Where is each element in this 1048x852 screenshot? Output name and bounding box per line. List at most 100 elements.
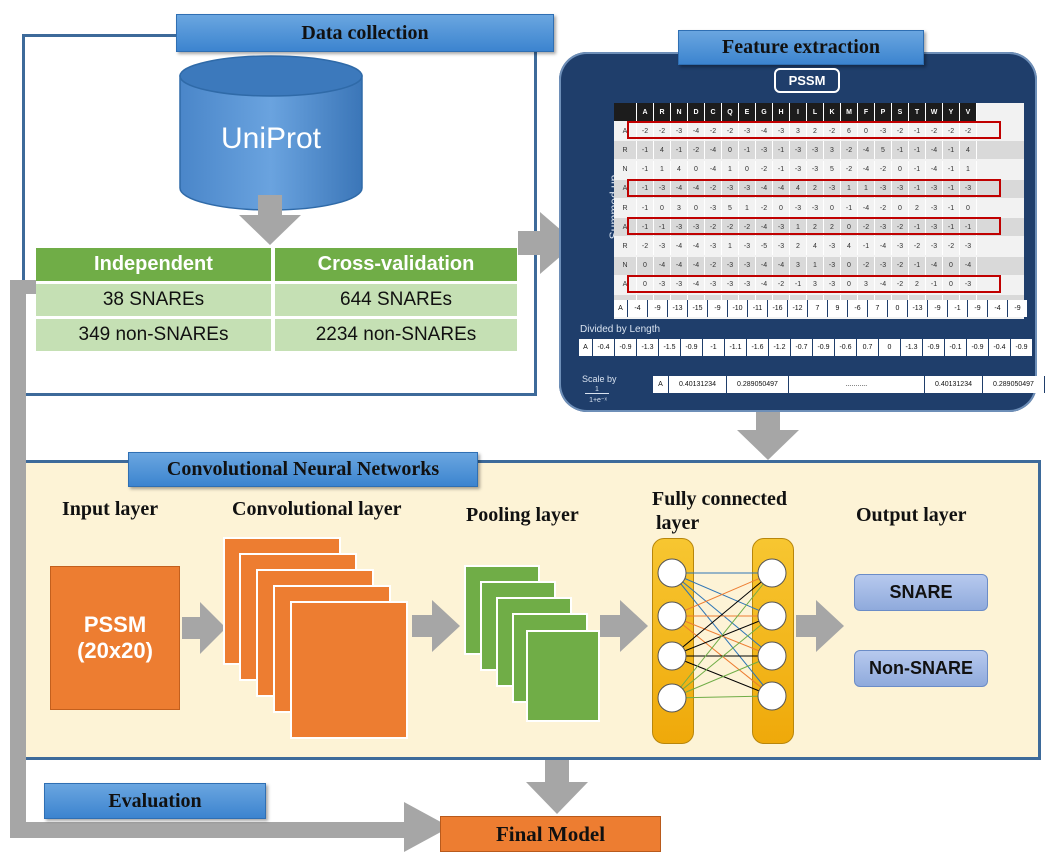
pssm-cell: -3 (960, 179, 977, 198)
pssm-cell: 0 (637, 275, 654, 294)
non-snare-output: Non-SNARE (854, 650, 988, 687)
pssm-cell: -2 (824, 122, 841, 141)
cross-validation-header: Cross-validation (275, 248, 517, 281)
pssm-cell: -3 (807, 141, 824, 160)
pooling-layer-title: Pooling layer (466, 504, 579, 526)
highlight-box (627, 217, 1001, 236)
pssm-cell: Y (943, 103, 960, 121)
value-cell: -1.6 (747, 339, 769, 356)
pssm-cell: F (858, 103, 875, 121)
value-cell: -0.9 (813, 339, 835, 356)
value-cell: -15 (688, 300, 708, 317)
pssm-cell: 4 (841, 237, 858, 256)
value-cell: -0.9 (681, 339, 703, 356)
pssm-cell: -3 (807, 160, 824, 179)
pssm-row-label: A (614, 179, 637, 198)
pssm-cell: -1 (790, 275, 807, 294)
value-cell: -1.5 (659, 339, 681, 356)
pssm-cell: 3 (671, 199, 688, 217)
value-cell: 0.40131234 (925, 376, 983, 393)
pssm-cell: -3 (722, 179, 739, 198)
pssm-cell: -1 (909, 160, 926, 179)
pssm-cell: -3 (790, 199, 807, 217)
pssm-cell: 0 (739, 160, 756, 179)
pssm-cell: -3 (705, 275, 722, 294)
pssm-cell: -2 (892, 122, 909, 141)
pssm-cell: -4 (705, 160, 722, 179)
pssm-cell: 0 (892, 160, 909, 179)
pssm-cell: -3 (824, 237, 841, 256)
pssm-cell: L (807, 103, 824, 121)
pssm-cell: 1 (960, 160, 977, 179)
pssm-cell: -1 (739, 141, 756, 160)
row-label: A (579, 339, 593, 356)
pssm-cell: N (671, 103, 688, 121)
pssm-cell: Q (722, 103, 739, 121)
pssm-cell: 4 (960, 141, 977, 160)
pssm-cell: 2 (790, 237, 807, 256)
pssm-cell: 1 (790, 218, 807, 237)
pssm-row-label: R (614, 199, 637, 217)
snare-output: SNARE (854, 574, 988, 611)
pssm-row-label: A (614, 218, 637, 237)
pssm-cell: -3 (773, 237, 790, 256)
arrow-right-icon (600, 600, 648, 652)
pssm-cell: 1 (841, 179, 858, 198)
evaluation-title: Evaluation (44, 783, 266, 819)
pssm-cell: -2 (705, 218, 722, 237)
pssm-cell: -4 (773, 256, 790, 275)
pssm-cell: 0 (858, 122, 875, 141)
arrow-right-icon (518, 212, 576, 274)
pssm-cell: -2 (722, 122, 739, 141)
value-cell: -6 (848, 300, 868, 317)
pssm-cell: -3 (739, 237, 756, 256)
pssm-cell: -4 (671, 256, 688, 275)
value-cell: -9 (928, 300, 948, 317)
pssm-cell: -2 (705, 256, 722, 275)
pssm-cell: -1 (841, 199, 858, 217)
pssm-cell: -2 (688, 141, 705, 160)
value-cell: -9 (708, 300, 728, 317)
pssm-cell: -1 (637, 179, 654, 198)
value-cell: -9 (968, 300, 988, 317)
pssm-cell: 2 (909, 275, 926, 294)
pssm-cell: -3 (875, 122, 892, 141)
row-label: A (614, 300, 628, 317)
pssm-cell: -4 (654, 256, 671, 275)
pssm-cell: 1 (722, 237, 739, 256)
pssm-cell: -3 (892, 179, 909, 198)
pssm-cell: -1 (637, 199, 654, 217)
pssm-cell: -1 (943, 199, 960, 217)
value-cell: -1.3 (637, 339, 659, 356)
pssm-cell: 0 (654, 199, 671, 217)
pssm-cell: -2 (892, 218, 909, 237)
pssm-cell: 0 (960, 199, 977, 217)
pssm-cell: -4 (926, 256, 943, 275)
pssm-cell: -3 (722, 256, 739, 275)
arrow-right-icon (182, 602, 226, 654)
pssm-cell: -4 (756, 218, 773, 237)
pssm-cell: 1 (722, 160, 739, 179)
pssm-cell: 0 (841, 218, 858, 237)
pssm-cell: -3 (807, 199, 824, 217)
pssm-cell: -2 (722, 218, 739, 237)
pssm-cell: -3 (926, 218, 943, 237)
pssm-cell: C (705, 103, 722, 121)
database-label: UniProt (220, 122, 322, 155)
pssm-cell: -3 (705, 237, 722, 256)
pssm-cell: -1 (943, 160, 960, 179)
pssm-cell: 0 (943, 256, 960, 275)
value-cell: 0.40131234 (669, 376, 727, 393)
pssm-cell: A (637, 103, 654, 121)
cnn-title: Convolutional Neural Networks (128, 452, 478, 487)
value-cell: -0.4 (989, 339, 1011, 356)
pssm-cell: 0 (943, 275, 960, 294)
pssm-cell: 2 (807, 122, 824, 141)
value-cell: 7 (808, 300, 828, 317)
pssm-cell: -4 (960, 256, 977, 275)
